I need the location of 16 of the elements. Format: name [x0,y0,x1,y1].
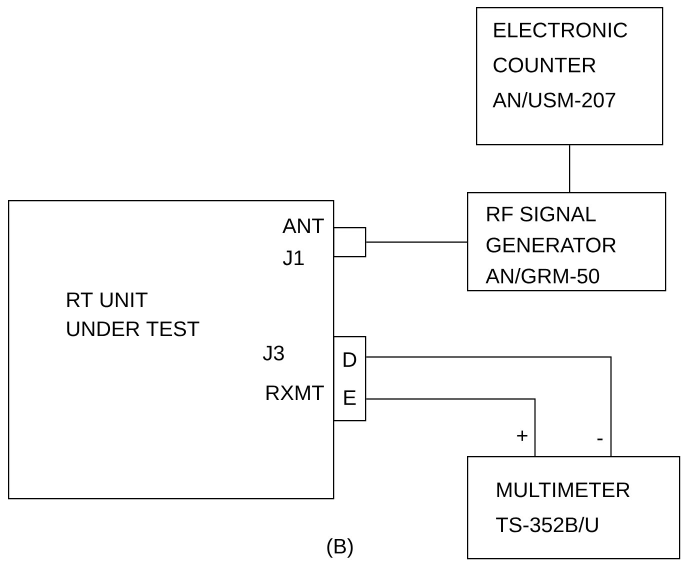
instrument-box: MULTIMETER TS-352B/U [467,456,680,560]
wire [366,242,467,243]
wire [366,398,536,456]
connector-label: RXMT [266,386,324,400]
instrument-box: ELECTRONIC COUNTER AN/USM-207 [476,7,664,146]
polarity-sign: + [517,430,528,441]
polarity-sign: - [597,438,603,440]
wire [366,356,612,456]
caption: (B) [327,538,353,558]
instrument-box: RF SIGNAL GENERATOR AN/GRM-50 [467,192,666,292]
connector-label: ANT [282,218,324,234]
connector-label: J3 [262,346,284,360]
connector-label: J1 [282,250,304,266]
connector-box [333,227,366,258]
connector-box: D E [333,336,366,422]
wire [569,145,570,192]
